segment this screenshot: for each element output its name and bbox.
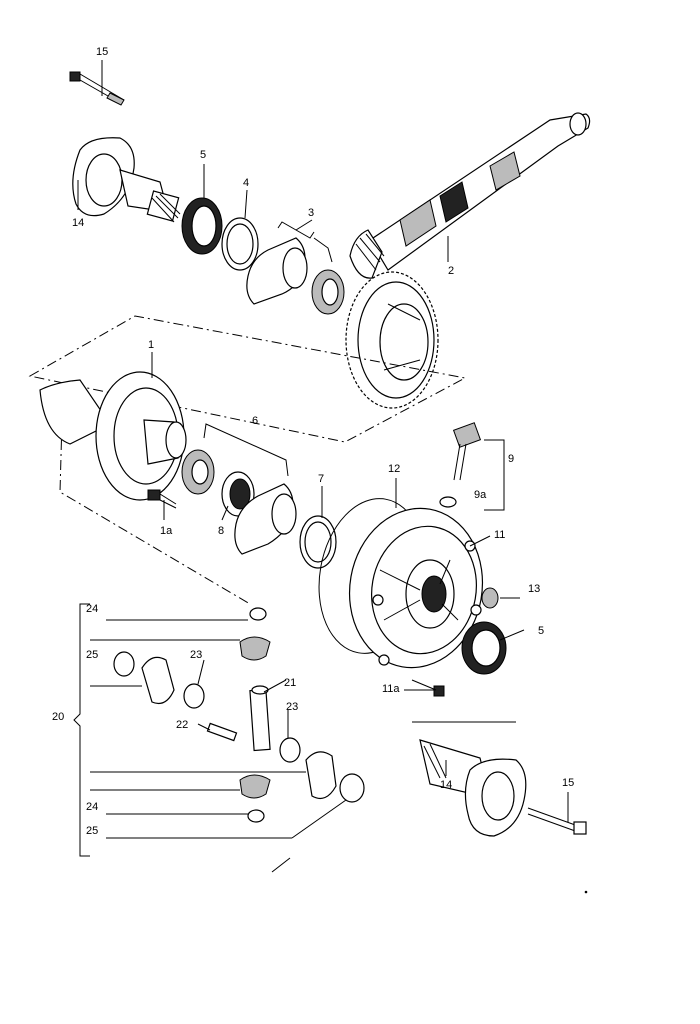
bracket-20 [73,603,90,857]
drive-flange-14-top [72,137,181,223]
label-4: 4 [243,177,249,189]
label-15-top: 15 [96,46,108,58]
label-15-bottom: 15 [562,777,574,789]
label-21: 21 [284,677,296,689]
label-9: 9 [508,453,514,465]
pinion-shaft-2 [349,112,591,279]
ring-gear [345,271,439,409]
label-22: 22 [176,719,188,731]
boundary-upper [28,315,467,443]
label-5-right: 5 [538,625,544,637]
label-6: 6 [252,415,258,427]
bearing-outer-6 [234,483,297,555]
bolt-15-bottom [527,807,587,835]
label-11: 11 [494,529,505,541]
label-25-top: 25 [86,649,98,661]
callout-labels: 15 14 5 4 3 2 1 6 1a 8 7 12 9 9a 11 13 5… [52,46,574,837]
label-25-bottom: 25 [86,825,98,837]
cover-11 [348,507,484,669]
drive-flange-14-bottom [419,739,527,837]
label-5-top: 5 [200,149,206,161]
differential-housing-1 [39,371,187,501]
shim-4 [221,217,259,271]
stray-dot [584,890,588,894]
label-14-bottom: 14 [440,779,452,791]
gear-set-20 [113,607,365,823]
seal-5-top [181,197,223,255]
label-13: 13 [528,583,540,595]
label-8: 8 [218,525,224,537]
sensor-9 [439,422,505,511]
boundary-lower [59,419,251,605]
bolt-15-top [69,71,125,106]
label-20: 20 [52,711,64,723]
shim-7 [299,515,337,569]
bolt-11a [411,679,445,697]
label-12: 12 [388,463,400,475]
label-1a: 1a [160,525,173,537]
leader-lines [77,60,569,873]
label-23-bottom: 23 [286,701,298,713]
bearing-6 [181,423,289,495]
label-24-top: 24 [86,603,98,615]
label-1: 1 [148,339,154,351]
label-2: 2 [448,265,454,277]
label-7: 7 [318,473,324,485]
bolt-1a [147,489,177,509]
bearing-3 [246,221,345,315]
label-3: 3 [308,207,314,219]
label-9a: 9a [474,489,487,501]
label-23-top: 23 [190,649,202,661]
plug-13 [481,587,499,609]
label-14-top: 14 [72,217,84,229]
label-24-bottom: 24 [86,801,98,813]
label-11a: 11a [382,683,400,695]
seal-5-right [461,621,507,675]
